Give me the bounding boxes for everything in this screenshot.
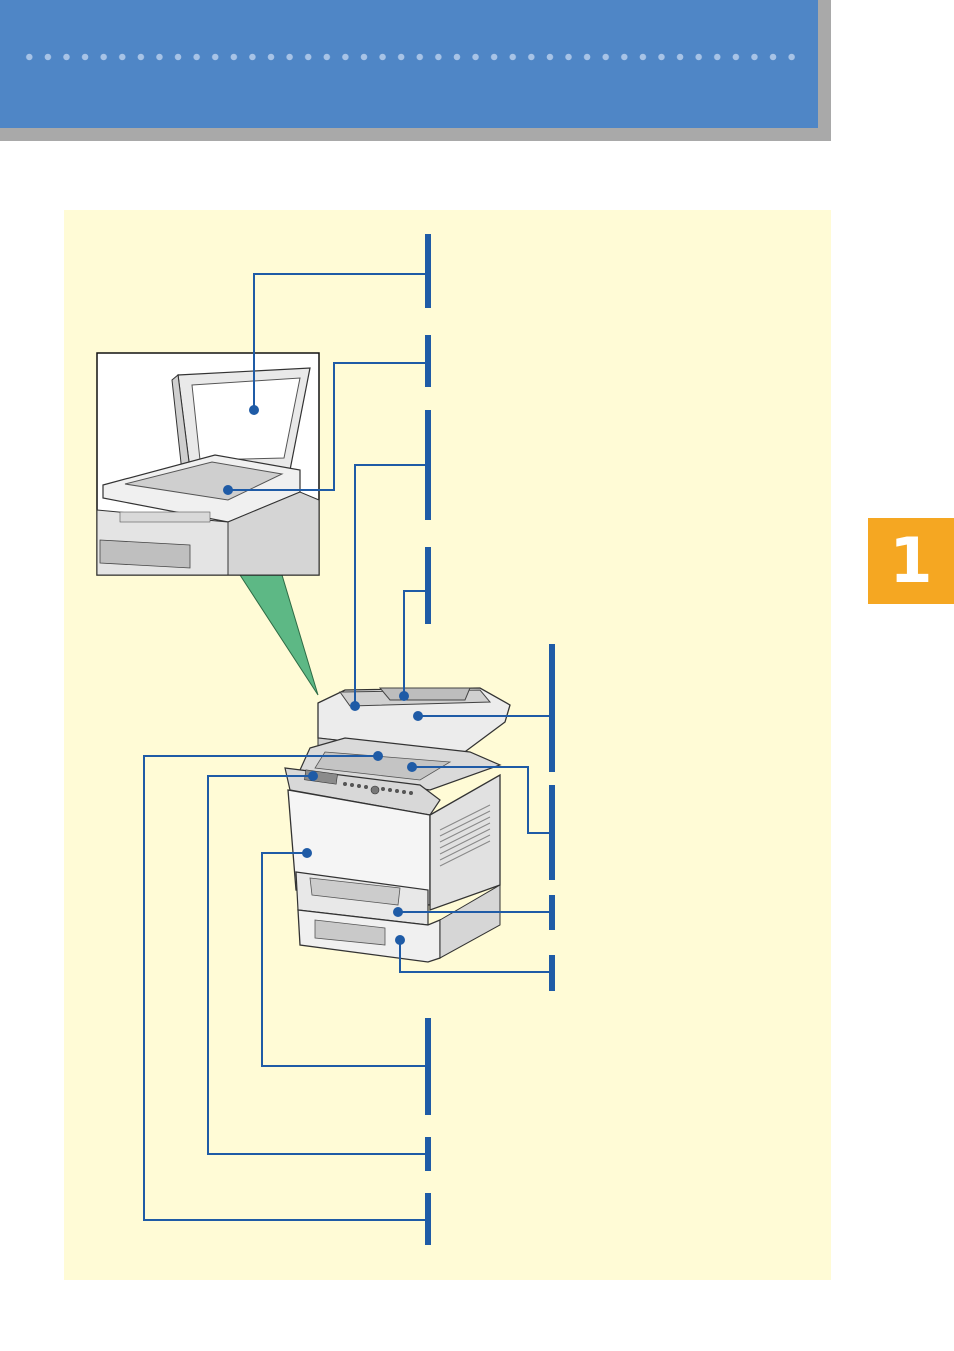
label-bar xyxy=(425,1193,431,1245)
header-band xyxy=(0,0,818,128)
label-bar xyxy=(425,1137,431,1171)
inset-open-lid-view xyxy=(96,352,320,576)
callout-dot xyxy=(308,771,318,781)
label-bar xyxy=(425,335,431,387)
callout-lines xyxy=(143,273,552,1221)
label-bars xyxy=(425,234,555,1245)
callout-dot xyxy=(302,848,312,858)
callout-dot xyxy=(399,691,409,701)
printer-illustration xyxy=(284,687,511,963)
callout-dot xyxy=(413,711,423,721)
label-bar xyxy=(549,955,555,991)
label-bar xyxy=(549,644,555,772)
header-shadow xyxy=(818,0,831,141)
label-bar xyxy=(425,410,431,520)
callout-dot xyxy=(223,485,233,495)
header-dot-row xyxy=(20,53,795,61)
callout-dot xyxy=(393,907,403,917)
callout-dot xyxy=(373,751,383,761)
callout-dot xyxy=(249,405,259,415)
callout-markers xyxy=(223,405,423,945)
callout-dot xyxy=(395,935,405,945)
chapter-tab: 1 xyxy=(868,518,954,604)
zoom-wedge xyxy=(239,574,319,696)
label-bar xyxy=(425,1018,431,1115)
header-shadow-bottom xyxy=(0,128,831,141)
label-bar xyxy=(549,895,555,930)
label-bar xyxy=(425,234,431,308)
label-bar xyxy=(549,785,555,880)
callout-dot xyxy=(350,701,360,711)
label-bar xyxy=(425,547,431,624)
callout-dot xyxy=(407,762,417,772)
